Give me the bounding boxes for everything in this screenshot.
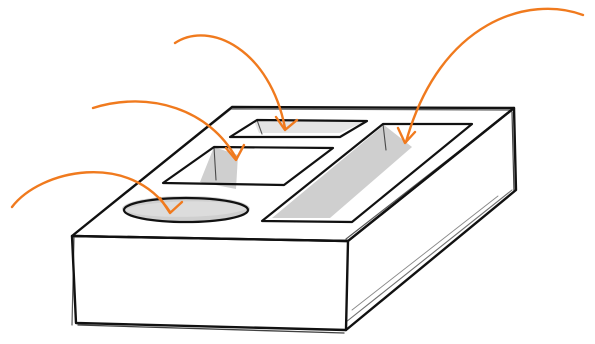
annotation-arrows [10, 7, 585, 215]
box-side-face [344, 106, 518, 332]
hole-oval-front [122, 196, 250, 224]
hole-rectangle-back [228, 118, 369, 139]
hole-slot-right [260, 122, 474, 224]
curved-arrow-icon [173, 34, 299, 132]
curved-arrow-icon [91, 100, 246, 162]
box-front-face [70, 234, 350, 334]
box-body [70, 105, 518, 334]
curved-arrow-icon [396, 7, 585, 145]
curved-arrow-icon [10, 170, 184, 215]
hole-square-middle [161, 145, 335, 189]
